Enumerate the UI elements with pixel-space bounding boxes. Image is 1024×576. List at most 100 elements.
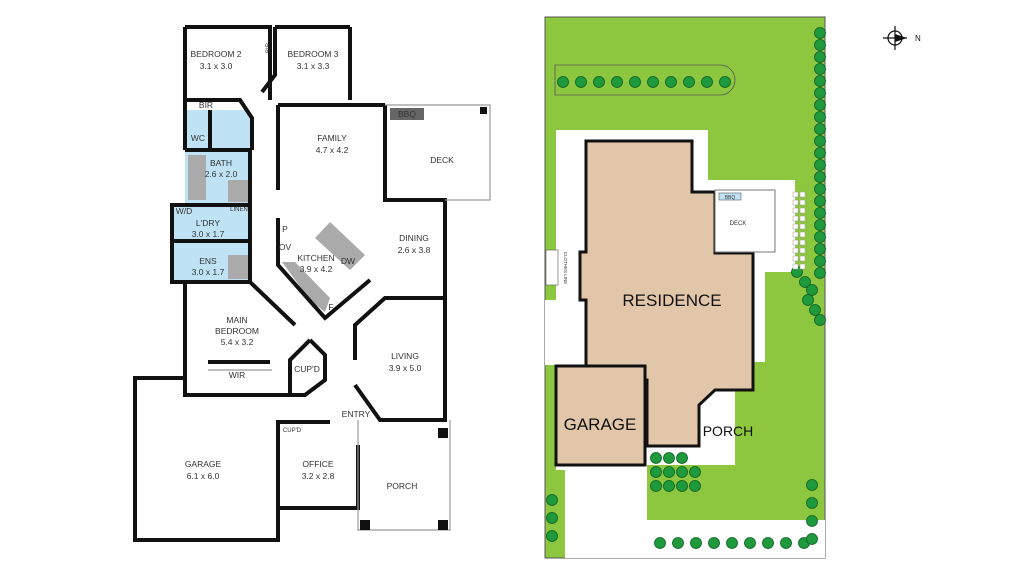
site-bbq-label: BBQ xyxy=(725,195,736,201)
garage-footprint xyxy=(554,364,647,467)
paver xyxy=(792,239,799,246)
wall-main-bedroom xyxy=(172,280,327,397)
tree-icon xyxy=(672,537,684,549)
deck-post xyxy=(480,107,487,114)
residence-label: RESIDENCE xyxy=(622,291,721,310)
room-name-main-bedroom-1: MAIN xyxy=(226,315,247,325)
site-deck xyxy=(714,189,776,253)
tree-icon xyxy=(814,51,826,63)
label-wd: W/D xyxy=(176,206,193,216)
paver xyxy=(799,207,806,214)
site-bbq xyxy=(718,192,742,201)
floor-plan: BEDROOM 2 3.1 x 3.0 BEDROOM 3 3.1 x 3.3 … xyxy=(133,25,491,542)
room-name-bath: BATH xyxy=(210,158,232,168)
tree-icon xyxy=(676,452,688,464)
room-size-dining: 2.6 x 3.8 xyxy=(398,245,431,255)
tree-icon xyxy=(814,147,826,159)
tree-icon xyxy=(814,243,826,255)
tree-icon xyxy=(663,452,675,464)
tree-icon xyxy=(806,533,818,545)
tree-icon xyxy=(663,480,675,492)
paver xyxy=(799,215,806,222)
paver xyxy=(799,255,806,262)
tree-icon xyxy=(814,27,826,39)
tree-icon xyxy=(744,537,756,549)
clothes-line-label: CLOTHES LINE xyxy=(563,252,568,285)
tree-icon xyxy=(546,530,558,542)
label-cupd2: CUP'D xyxy=(283,428,302,434)
porch-post xyxy=(438,428,448,438)
label-bir1: BIR xyxy=(199,100,213,110)
label-cupd1: CUP'D xyxy=(294,364,320,374)
compass-icon xyxy=(883,26,907,50)
paver xyxy=(799,191,806,198)
tree-icon xyxy=(799,276,811,288)
room-name-kitchen: KITCHEN xyxy=(297,253,334,263)
tree-icon xyxy=(647,76,659,88)
label-oven: OV xyxy=(279,242,292,252)
paver xyxy=(799,247,806,254)
tree-icon xyxy=(814,63,826,75)
tree-icon xyxy=(676,466,688,478)
tree-icon xyxy=(814,75,826,87)
tree-icon xyxy=(719,76,731,88)
tree-icon xyxy=(689,466,701,478)
garage-label: GARAGE xyxy=(564,415,637,434)
tree-icon xyxy=(683,76,695,88)
tree-icon xyxy=(806,497,818,509)
tree-icon xyxy=(611,76,623,88)
room-size-living: 3.9 x 5.0 xyxy=(389,363,422,373)
tree-icon xyxy=(690,537,702,549)
paver xyxy=(792,247,799,254)
compass-north-label: N xyxy=(915,34,921,43)
room-size-ensuite: 3.0 x 1.7 xyxy=(192,267,225,277)
paver xyxy=(792,191,799,198)
tree-icon xyxy=(708,537,720,549)
room-size-kitchen: 3.9 x 4.2 xyxy=(300,264,333,274)
paver xyxy=(799,239,806,246)
tree-icon xyxy=(654,537,666,549)
tree-icon xyxy=(814,314,826,326)
room-name-bedroom3: BEDROOM 3 xyxy=(287,49,338,59)
tree-icon xyxy=(557,76,569,88)
tree-icon xyxy=(650,480,662,492)
tree-icon xyxy=(809,304,821,316)
bathtub xyxy=(188,155,206,200)
wall-kitchen xyxy=(276,218,372,321)
label-dishwasher: DW xyxy=(341,256,355,266)
wc-area xyxy=(185,110,250,150)
tree-icon xyxy=(762,537,774,549)
tree-icon xyxy=(689,480,701,492)
tree-icon xyxy=(650,466,662,478)
tree-icon xyxy=(802,294,814,306)
wall-living xyxy=(353,296,447,422)
paver xyxy=(792,255,799,262)
paver xyxy=(792,207,799,214)
tree-icon xyxy=(780,537,792,549)
tree-icon xyxy=(814,267,826,279)
label-wir: WIR xyxy=(229,370,246,380)
label-pantry: P xyxy=(282,224,288,234)
shower xyxy=(228,180,248,202)
tree-icon xyxy=(814,195,826,207)
kitchen-bench xyxy=(282,262,330,312)
tree-icon xyxy=(814,123,826,135)
tree-icon xyxy=(546,512,558,524)
tree-icon xyxy=(814,207,826,219)
label-bbq: BBQ xyxy=(398,109,416,119)
paver xyxy=(799,223,806,230)
tree-icon xyxy=(701,76,713,88)
site-plan: DECK BBQ CLOTHES LINE RESIDENCE GARAGE P… xyxy=(544,16,921,559)
label-linen: LINEN xyxy=(230,207,248,213)
wall-family xyxy=(275,25,447,298)
tree-icon xyxy=(814,231,826,243)
porch-post xyxy=(438,520,448,530)
room-name-garage: GARAGE xyxy=(185,459,222,469)
room-name-dining: DINING xyxy=(399,233,429,243)
label-entry: ENTRY xyxy=(342,409,371,419)
label-bir2: BIR xyxy=(266,42,272,53)
tree-icon xyxy=(814,135,826,147)
wir-rail xyxy=(208,360,270,364)
room-name-family: FAMILY xyxy=(317,133,347,143)
tree-icon xyxy=(806,284,818,296)
